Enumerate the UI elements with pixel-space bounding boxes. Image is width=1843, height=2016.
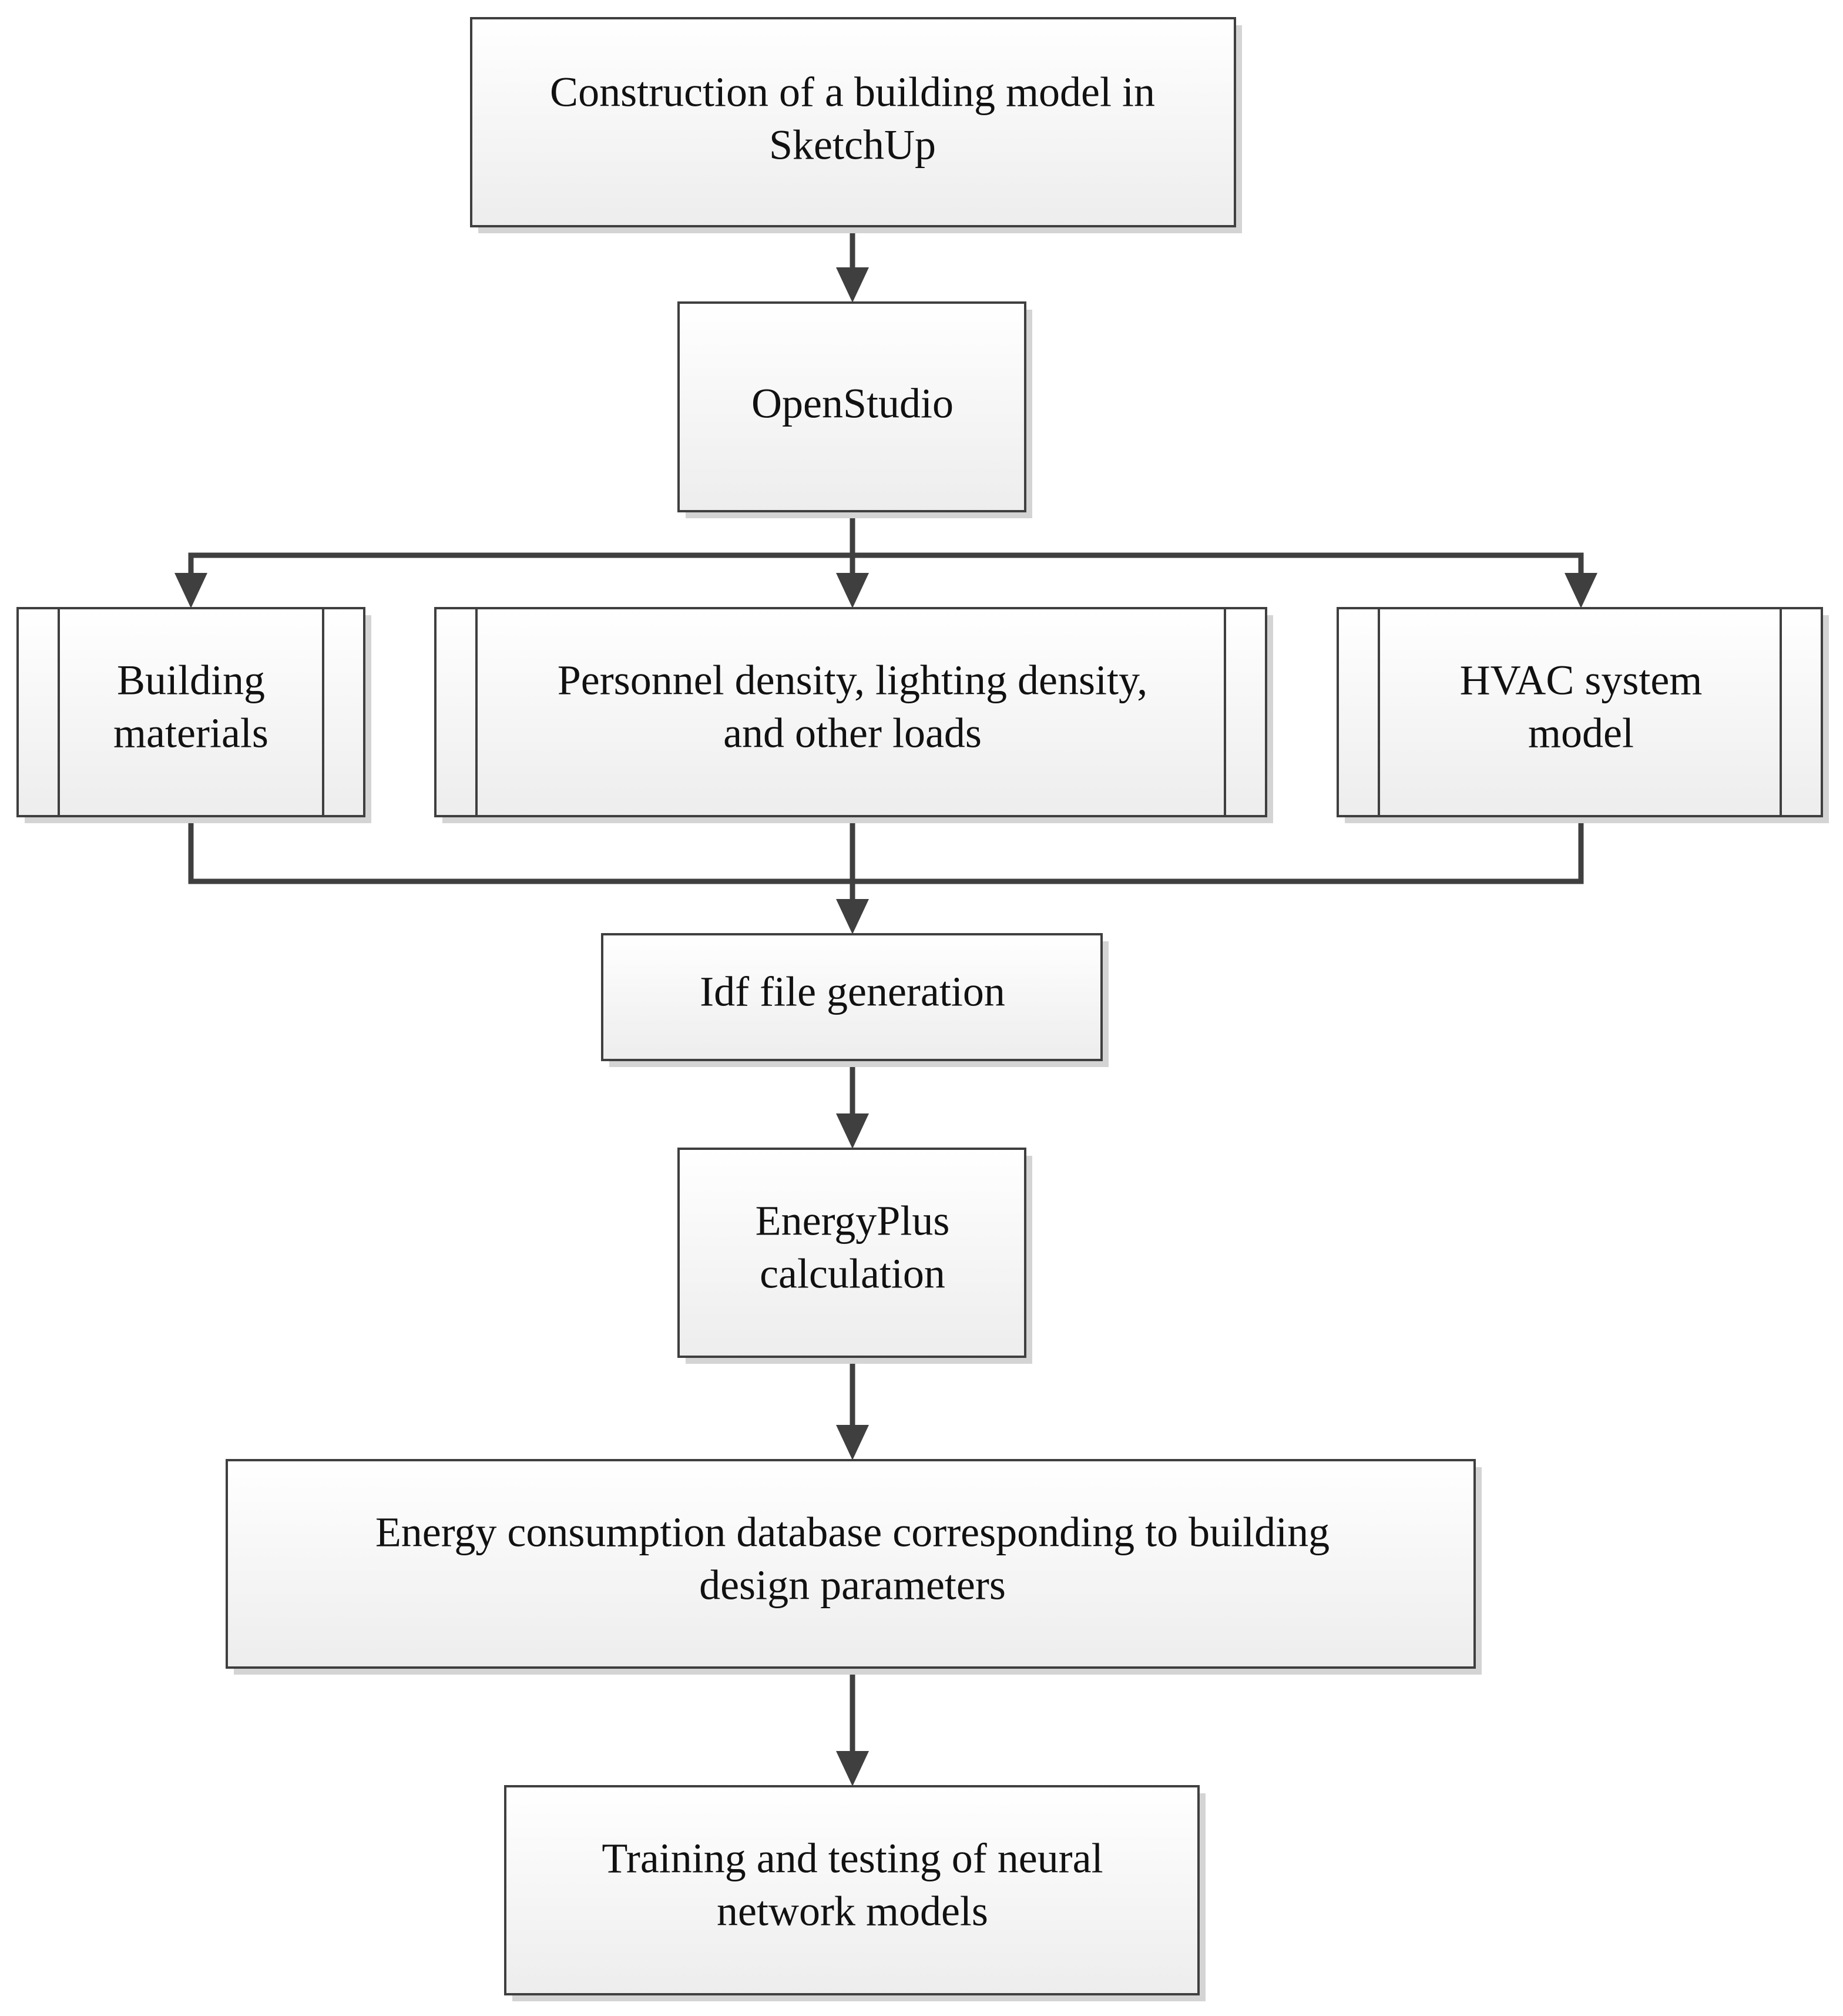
arrowhead-materials [174,573,207,608]
node-energy-database: Energy consumption database correspondin… [226,1459,1482,1675]
arrowhead-training [836,1751,869,1786]
node-energyplus-calculation: EnergyPlus calculation [677,1148,1032,1364]
node-building-materials: Building materials [16,607,371,823]
node-label-line: OpenStudio [751,380,954,427]
node-label-line: EnergyPlus [756,1197,950,1245]
arrowhead-energyplus [836,1113,869,1149]
node-sketchup-model: Construction of a building model in Sket… [470,17,1242,233]
node-label-line: model [1528,710,1634,757]
node-openstudio: OpenStudio [677,301,1032,518]
node-label-line: Construction of a building model in [550,69,1155,116]
node-label-line: Training and testing of neural [602,1835,1103,1882]
node-label-line: Energy consumption database correspondin… [375,1509,1330,1556]
node-label-line: calculation [760,1250,945,1297]
node-label-line: network models [717,1888,988,1935]
node-label-line: HVAC system [1460,657,1703,704]
arrowhead-hvac [1565,573,1597,608]
node-label-line: Building [117,657,265,704]
node-label-line: SketchUp [769,122,936,169]
node-hvac-system-model: HVAC system model [1337,607,1829,823]
node-label-line: Personnel density, lighting density, [558,657,1148,704]
node-label-line: design parameters [699,1562,1006,1609]
node-label-line: Idf file generation [700,968,1005,1015]
arrowhead-loads [836,573,869,608]
arrowhead-openstudio [836,267,869,303]
connectors [174,223,1597,1786]
node-label-line: materials [113,710,268,757]
node-training-testing: Training and testing of neural network m… [504,1785,1206,2001]
node-loads: Personnel density, lighting density, and… [434,607,1273,823]
node-label-line: and other loads [723,710,982,757]
arrowhead-database [836,1425,869,1460]
arrowhead-idf [836,899,869,934]
node-idf-generation: Idf file generation [601,933,1109,1067]
